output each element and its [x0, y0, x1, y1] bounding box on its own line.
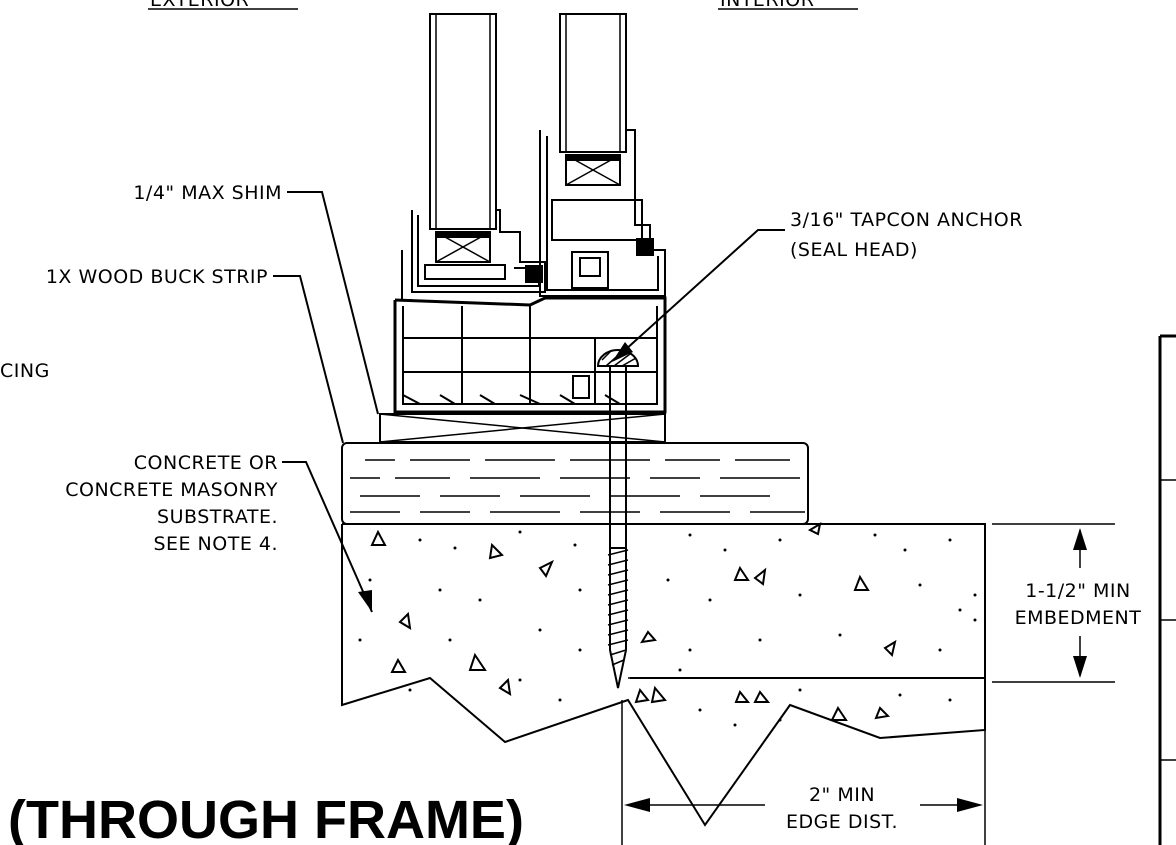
interior-header: INTERIOR — [720, 0, 814, 11]
interior-sash-profile — [539, 129, 666, 297]
substrate-label-line2: CONCRETE MASONRY — [65, 479, 278, 501]
anchor-label: 3/16" TAPCON ANCHOR — [790, 209, 1023, 231]
substrate-label-line3: SUBSTRATE. — [157, 506, 278, 528]
shim-label: 1/4" MAX SHIM — [133, 182, 282, 204]
substrate-label-line1: CONCRETE OR — [134, 452, 278, 474]
exterior-sash-profile — [401, 209, 546, 301]
concrete-substrate — [341, 521, 986, 827]
embedment-label-line2: EMBEDMENT — [1015, 607, 1142, 629]
spacing-label-fragment: CING — [0, 360, 50, 382]
buck-strip-label: 1X WOOD BUCK STRIP — [46, 266, 268, 288]
embedment-dimension — [992, 523, 1115, 683]
tapcon-anchor — [596, 349, 640, 689]
wood-buck-strip — [341, 442, 809, 525]
exterior-header: EXTERIOR — [150, 0, 249, 11]
detail-title: (THROUGH FRAME) — [8, 790, 524, 845]
anchor-label-sub: (SEAL HEAD) — [790, 239, 918, 261]
title-block-edge — [1158, 334, 1176, 845]
edge-distance-label-line1: 2" MIN — [809, 784, 875, 806]
interior-glass-pane — [559, 13, 627, 186]
embedment-label-line1: 1-1/2" MIN — [1025, 580, 1131, 602]
shim — [379, 413, 666, 443]
substrate-label-line4: SEE NOTE 4. — [153, 533, 278, 555]
window-frame-profile — [393, 296, 667, 414]
edge-distance-dimension — [621, 700, 986, 845]
leader-lines — [273, 191, 785, 613]
exterior-glass-pane — [429, 13, 497, 263]
edge-distance-label-line2: EDGE DIST. — [786, 811, 898, 833]
